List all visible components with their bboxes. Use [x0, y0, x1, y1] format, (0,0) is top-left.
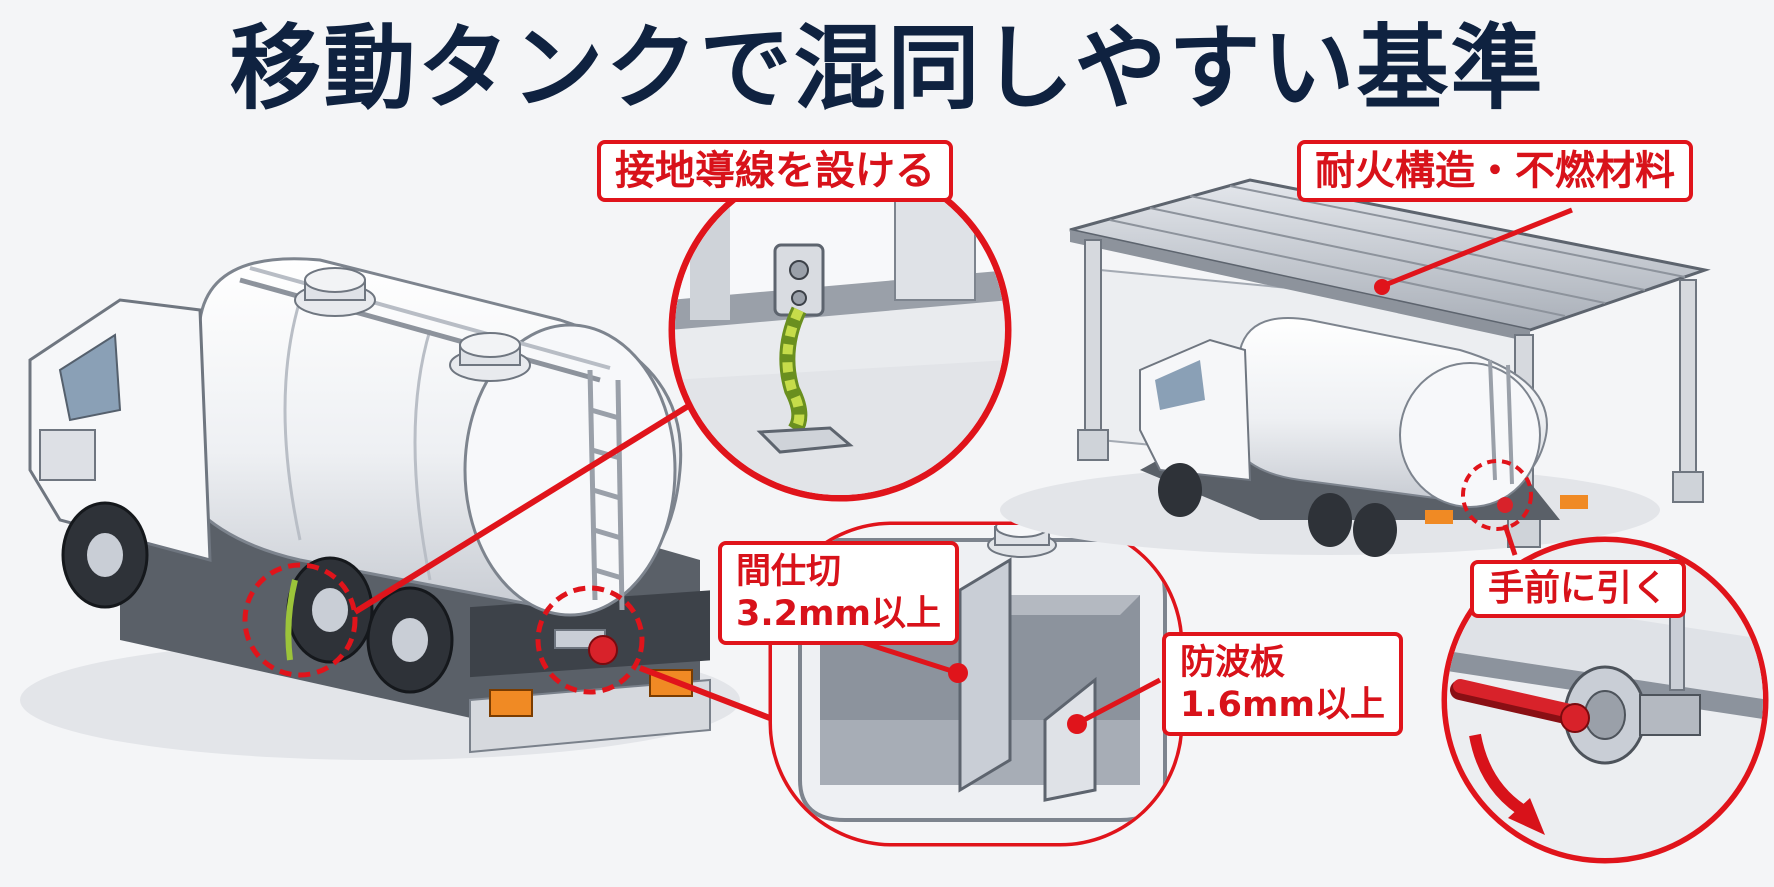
tank-cross-section [768, 521, 1184, 847]
leader-line-roof [1384, 207, 1573, 288]
leader-line-grounding [353, 402, 692, 615]
tank-truck-small [1139, 317, 1588, 557]
callout-partition-line2: 3.2mm以上 [736, 594, 941, 634]
partition-plate-icon [958, 557, 1012, 793]
callout-baffle: 防波板 1.6mm以上 [1162, 632, 1403, 736]
tank-truck [20, 257, 740, 760]
leader-line-valve [638, 665, 777, 723]
callout-partition-line1: 間仕切 [736, 552, 842, 592]
baffle-plate-icon [1043, 676, 1097, 802]
callout-grounding: 接地導線を設ける [597, 140, 953, 202]
callout-fireproof: 耐火構造・不燃材料 [1297, 140, 1693, 202]
grounding-detail [668, 158, 1012, 502]
callout-pull: 手前に引く [1470, 560, 1687, 618]
callout-baffle-line1: 防波板 [1180, 643, 1286, 683]
callout-baffle-line2: 1.6mm以上 [1180, 685, 1385, 725]
page-title: 移動タンクで混同しやすい基準 [229, 15, 1545, 122]
callout-partition: 間仕切 3.2mm以上 [718, 541, 959, 645]
